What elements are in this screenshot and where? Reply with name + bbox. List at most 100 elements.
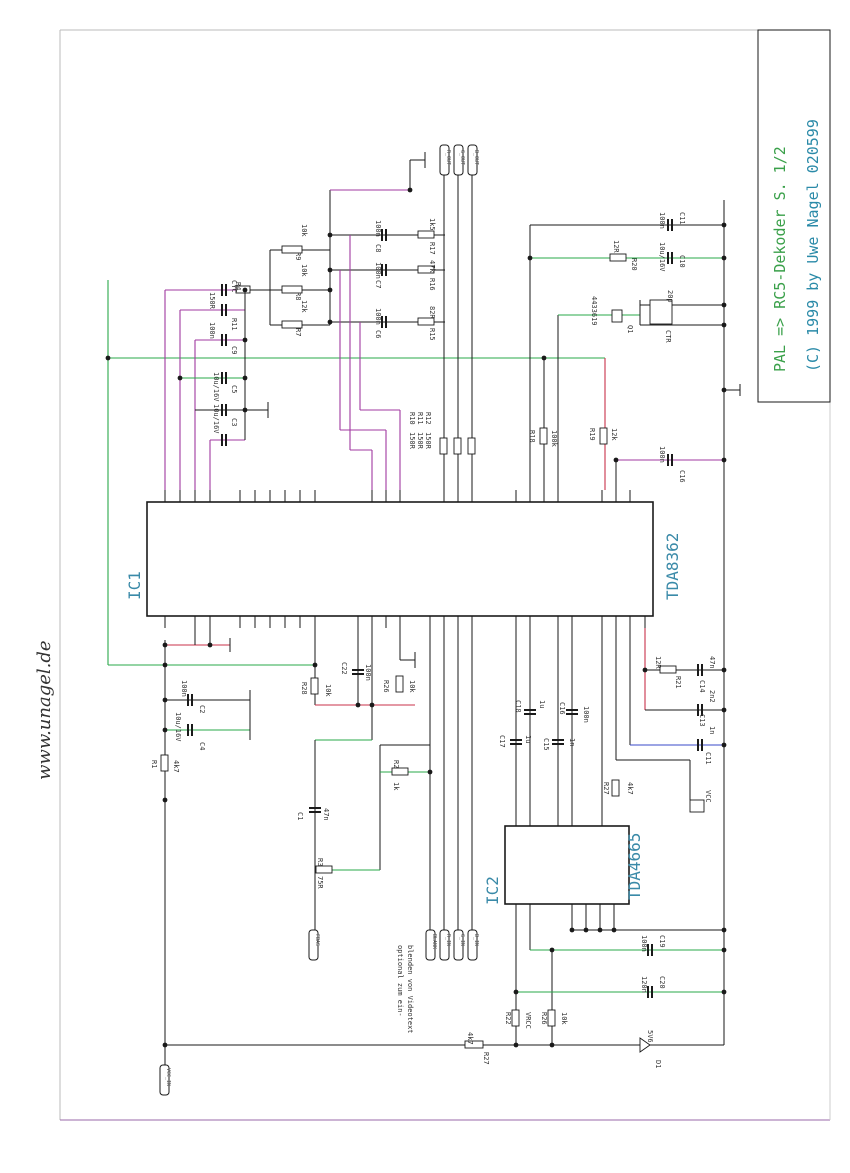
video-in-connectors: BLANK R_IN G_IN B_IN FBAS VCC_IN VCC xyxy=(159,790,712,1096)
label-c1-value: 47n xyxy=(322,808,330,821)
label-q1-ref: Q1 xyxy=(626,325,634,333)
label-c5-value: 150R xyxy=(208,292,216,310)
wiring xyxy=(107,152,741,1065)
label-r27-value: 4k7 xyxy=(626,782,634,795)
label-r15-ref: R17 xyxy=(428,242,436,255)
label-r15-value: 1k5 xyxy=(428,218,436,231)
label-r20-ref: R22 xyxy=(504,1012,512,1025)
label-c17-value: 1n xyxy=(568,738,576,746)
label-c12-value: 100n xyxy=(658,212,666,229)
label-r16-value: 100k xyxy=(550,430,558,448)
label-r21-value: 10k xyxy=(560,1012,568,1025)
label-q1-value: 4433619 xyxy=(590,296,598,326)
label-r4-value: CYC xyxy=(230,280,238,293)
label-c33-value: 100n xyxy=(364,664,372,681)
rgb-out-connectors: R_OUT G_OUT B_OUT xyxy=(439,144,479,176)
conn-r-out: R_OUT xyxy=(445,150,451,165)
label-r9-value: 10k xyxy=(300,224,308,237)
label-r26-ref: R26 xyxy=(382,680,390,693)
label-r2-value: 1k xyxy=(392,782,400,791)
label-r26-value: 10k xyxy=(408,680,416,693)
label-r4: R4 xyxy=(234,282,242,290)
label-r12-value: 150R xyxy=(424,432,432,450)
label-r21-ref: R26 xyxy=(540,1012,548,1025)
conn-b-out: B_OUT xyxy=(473,150,479,165)
label-c11-ref: C10 xyxy=(678,255,686,268)
label-r22-ref: R27 xyxy=(482,1052,490,1065)
label-r16-ref: R18 xyxy=(528,430,536,443)
label-r28-ref: R28 xyxy=(300,682,308,695)
label-c9-value: 100n xyxy=(374,220,382,237)
label-ctr-value: 20p xyxy=(666,290,674,303)
label-r3-value: 75R xyxy=(316,876,324,889)
conn-g-out: G_OUT xyxy=(459,150,465,165)
label-r19-value: 12R xyxy=(654,656,662,669)
label-c33-ref: C22 xyxy=(340,662,348,675)
label-c3-value: 10u/16V xyxy=(174,712,182,742)
label-c20-ref: C18 xyxy=(514,700,522,713)
label-r22-value: 4k7 xyxy=(466,1032,474,1045)
label-r14-value: 47k xyxy=(428,260,436,273)
junctions xyxy=(105,187,727,1048)
label-r17-ref: R19 xyxy=(588,428,596,441)
label-ctr-ref: CTR xyxy=(664,330,672,343)
conn-blank: BLANK xyxy=(431,934,437,949)
capacitors xyxy=(187,219,703,998)
label-c15-value: 2n2 xyxy=(708,690,716,703)
label-c12b-ref: C11 xyxy=(704,752,712,765)
ic1-tda8362: IC1 TDA8362 xyxy=(125,490,682,628)
label-r1-ref: R1 xyxy=(150,760,158,768)
label-c21-value: 100n xyxy=(640,935,648,952)
label-c6-value: 10u/16V xyxy=(212,372,220,402)
note-line-2: blenden von Videotext xyxy=(406,945,414,1034)
label-c15-ref: C14 xyxy=(698,680,706,693)
ic1-ref: IC1 xyxy=(125,571,144,600)
label-r3-ref: R3 xyxy=(316,858,324,866)
label-c9-ref: C8 xyxy=(374,244,382,252)
label-r9-ref: R9 xyxy=(294,252,302,260)
label-c18-ref: C16 xyxy=(558,702,566,715)
label-d1-ref: D1 xyxy=(654,1060,662,1068)
conn-r-in: R_IN xyxy=(445,934,451,946)
label-c2-value: 100n xyxy=(180,680,188,697)
label-c16-value: 100n xyxy=(658,446,666,463)
conn-vcc: VCC xyxy=(704,790,712,803)
label-r27-ref: R27 xyxy=(602,782,610,795)
label-r2-ref: R2 xyxy=(392,760,400,768)
label-c12-ref: C11 xyxy=(678,212,686,225)
label-c17-ref: C15 xyxy=(542,738,550,751)
conn-vcc-in: VCC_IN xyxy=(165,1068,171,1086)
label-r1-value: 4k7 xyxy=(172,760,180,773)
label-c21-ref: C19 xyxy=(658,935,666,948)
ic2-tda4665: IC2 TDA4665 xyxy=(483,825,644,905)
note-line-1: optional zum ein- xyxy=(396,945,404,1017)
label-c19-value: 1u xyxy=(524,735,532,743)
conn-g-in: G_IN xyxy=(459,934,465,946)
label-r7-ref: R7 xyxy=(294,328,302,336)
label-r11-value: 150R xyxy=(416,432,424,450)
label-c20-value: 1u xyxy=(538,700,546,708)
resistors xyxy=(160,230,705,1053)
label-r8-value: 10k xyxy=(300,264,308,277)
label-c7-value: 100n xyxy=(374,308,382,325)
label-c4-value: 10u/16V xyxy=(212,404,220,434)
label-c6-ref: C5 xyxy=(230,385,238,393)
label-c8-value: 100n xyxy=(374,262,382,279)
label-c16-ref: C16 xyxy=(678,470,686,483)
label-c14-value: 1n xyxy=(708,726,716,734)
label-r13-value: 82R xyxy=(428,306,436,319)
label-r10-value: 150R xyxy=(408,432,416,450)
label-r7-value: 12k xyxy=(300,300,308,313)
handwritten-url: www.unagel.de xyxy=(34,640,55,780)
label-r8-ref: R8 xyxy=(294,292,302,300)
label-c11-value: 10u/16V xyxy=(658,242,666,272)
ic2-part: TDA4665 xyxy=(625,833,644,900)
label-r18-value: 12R xyxy=(612,240,620,253)
conn-fbas: FBAS xyxy=(314,934,320,946)
label-c2-ref: C2 xyxy=(198,705,206,713)
label-c1-ref: C1 xyxy=(296,812,304,820)
label-r18-ref: R20 xyxy=(630,258,638,271)
conn-b-in: B_IN xyxy=(473,934,479,946)
